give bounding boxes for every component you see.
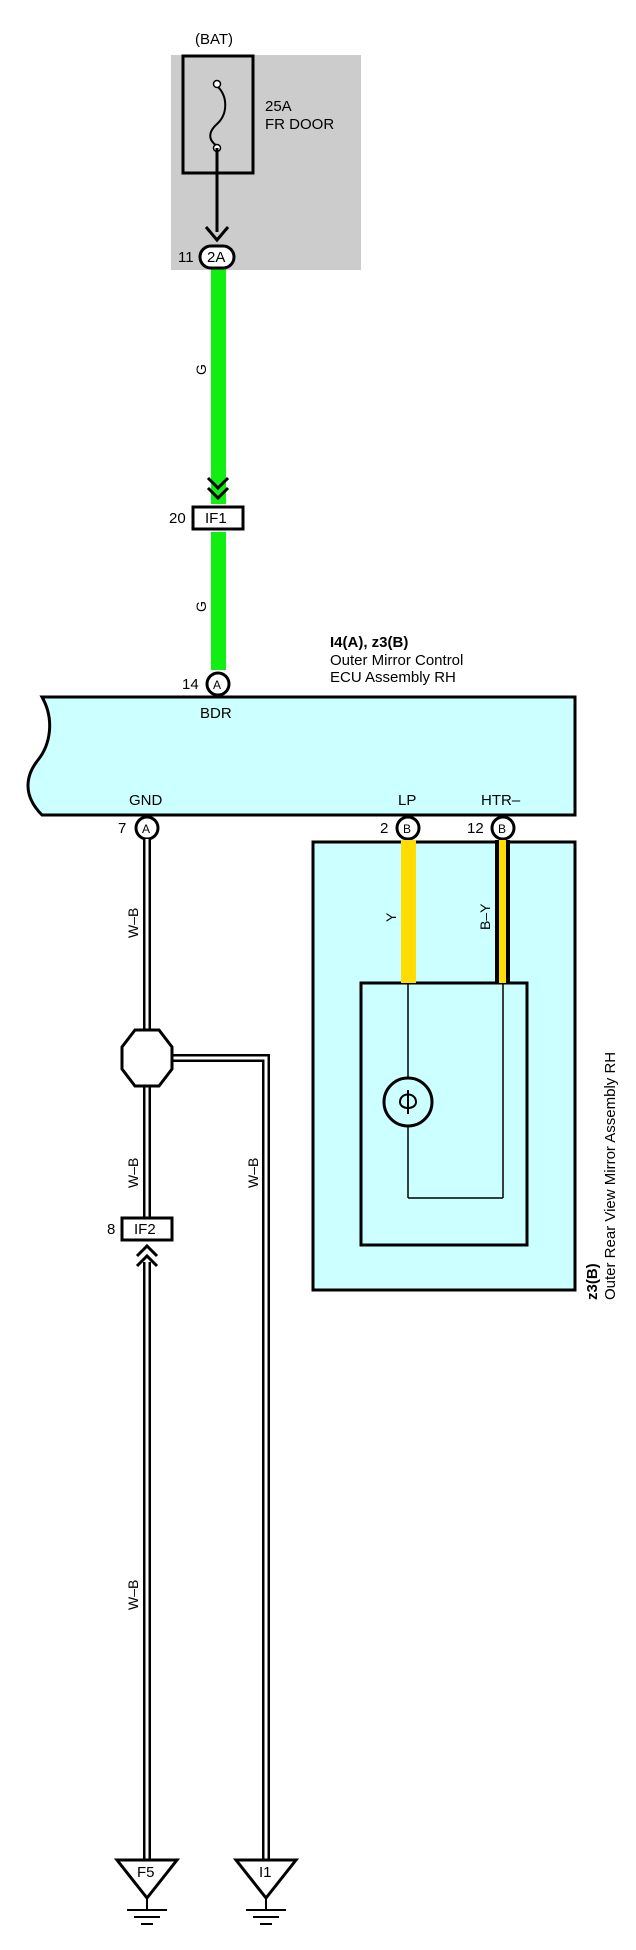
connector-if1 [191, 505, 245, 531]
connector-if1-pin: 20 [169, 510, 186, 527]
ground-f5-symbol [113, 1858, 181, 1901]
if1-arrow-icon [206, 476, 230, 501]
if2-arrow-icon [135, 1243, 159, 1268]
connector-htr-id: B [498, 822, 506, 836]
splice-point [120, 1028, 174, 1088]
ecu-name-line1: Outer Mirror Control [330, 652, 463, 669]
connector-2a-pin: 11 [178, 249, 194, 266]
connector-gnd-id: A [142, 822, 150, 836]
connector-htr [490, 815, 516, 841]
connector-bdr [205, 671, 231, 697]
fuse-block-background [171, 55, 361, 270]
connector-2a [198, 244, 236, 270]
ecu-terminal-gnd: GND [129, 792, 163, 809]
mirror-heater-box [359, 981, 529, 1247]
ecu-name-line2: ECU Assembly RH [330, 669, 456, 686]
ground-f5-label: F5 [137, 1864, 155, 1881]
fuse-arrow-icon [204, 226, 230, 243]
wire-label-g-lower: G [193, 601, 209, 612]
connector-if2 [120, 1216, 174, 1242]
connector-bdr-id: A [213, 678, 221, 692]
fuse-terminal-top [212, 79, 222, 89]
connector-2a-id: 2A [207, 249, 225, 266]
wire-label-y: Y [383, 912, 399, 922]
connector-if1-id: IF1 [205, 510, 227, 527]
ecu-terminal-bdr: BDR [200, 705, 232, 722]
wb-wire-4-core [170, 1056, 268, 1860]
wire-label-wb-1: W–B [125, 908, 141, 938]
black-yellow-wire-stripe [499, 840, 506, 983]
mirror-assembly-box [311, 840, 577, 1292]
wire-label-g-upper: G [193, 364, 209, 375]
ecu-box [26, 695, 577, 817]
fuse-name: FR DOOR [265, 116, 334, 133]
fuse-source-label: (BAT) [195, 31, 233, 48]
lamp-filament-icon [399, 1090, 418, 1114]
yellow-wire [401, 840, 416, 983]
green-wire-lower [211, 532, 226, 670]
mirror-code: z3(B) [584, 1263, 601, 1300]
ecu-terminal-htr: HTR– [481, 792, 521, 809]
mirror-name: Outer Rear View Mirror Assembly RH [602, 1052, 619, 1300]
wire-label-wb-4: W–B [125, 1580, 141, 1610]
connector-if2-id: IF2 [134, 1221, 156, 1238]
connector-lp-pin: 2 [380, 820, 388, 837]
connector-bdr-pin: 14 [182, 676, 199, 693]
connector-lp-id: B [403, 822, 411, 836]
connector-gnd-pin: 7 [118, 820, 126, 837]
connector-htr-pin: 12 [467, 820, 484, 837]
wire-label-by: B–Y [477, 903, 493, 930]
wire-label-wb-3: W–B [245, 1158, 261, 1188]
fuse-symbol [209, 85, 227, 147]
green-wire-upper [211, 268, 226, 504]
ground-i1-label: I1 [259, 1864, 272, 1881]
connector-if2-pin: 8 [107, 1221, 115, 1238]
ecu-terminal-lp: LP [398, 792, 416, 809]
wire-label-wb-2: W–B [125, 1158, 141, 1188]
ground-i1-symbol [232, 1858, 300, 1901]
ecu-code: I4(A), z3(B) [330, 634, 408, 651]
connector-lp [395, 815, 421, 841]
fuse-rating: 25A [265, 98, 292, 115]
